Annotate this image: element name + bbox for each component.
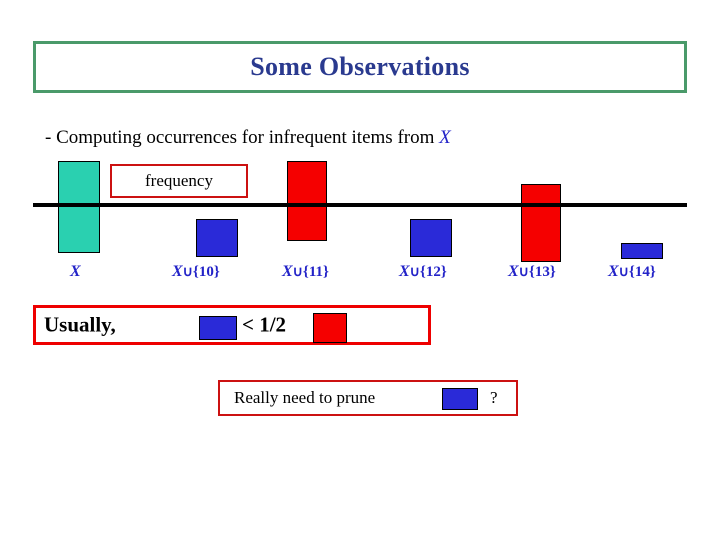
blue-bar-x14 bbox=[621, 243, 663, 259]
union-icon: ∪ bbox=[182, 265, 193, 280]
union-icon: ∪ bbox=[292, 265, 303, 280]
item-label-x12: X∪{12} bbox=[399, 263, 447, 281]
prune-box: Really need to prune ? bbox=[218, 380, 518, 416]
prune-label: Really need to prune bbox=[234, 388, 376, 407]
horizontal-axis-line bbox=[33, 203, 687, 207]
union-icon: ∪ bbox=[618, 265, 629, 280]
item-label-x13-set: {13} bbox=[528, 264, 556, 280]
bullet-variable: X bbox=[439, 127, 451, 148]
prune-question-mark: ? bbox=[490, 388, 498, 407]
usually-red-swatch bbox=[313, 313, 347, 343]
item-label-x14-text: X bbox=[608, 263, 619, 280]
blue-bar-x12 bbox=[410, 219, 452, 257]
frequency-label-box: frequency bbox=[110, 164, 248, 198]
item-label-x11-set: {11} bbox=[302, 264, 329, 280]
item-label-x-text: X bbox=[70, 263, 81, 280]
item-label-x11: X∪{11} bbox=[282, 263, 329, 281]
union-icon: ∪ bbox=[518, 265, 529, 280]
item-label-x10-text: X bbox=[172, 263, 183, 280]
usually-blue-swatch bbox=[199, 316, 237, 340]
bullet-text: - Computing occurrences for infrequent i… bbox=[45, 127, 451, 149]
page-title: Some Observations bbox=[250, 52, 470, 81]
blue-bar-x10 bbox=[196, 219, 238, 257]
usually-box: Usually, < 1/2 bbox=[33, 305, 431, 345]
item-label-x10: X∪{10} bbox=[172, 263, 220, 281]
teal-bar-x bbox=[58, 161, 100, 253]
item-label-x12-set: {12} bbox=[419, 264, 447, 280]
item-label-x14-set: {14} bbox=[628, 264, 656, 280]
title-box: Some Observations bbox=[33, 41, 687, 93]
item-label-x: X bbox=[70, 263, 81, 281]
red-bar-x13 bbox=[521, 184, 561, 262]
item-label-x10-set: {10} bbox=[192, 264, 220, 280]
union-icon: ∪ bbox=[409, 265, 420, 280]
usually-label: Usually, bbox=[44, 312, 116, 337]
usually-comparison: < 1/2 bbox=[242, 312, 287, 337]
bullet-prefix: - Computing occurrences for infrequent i… bbox=[45, 127, 440, 148]
item-label-x12-text: X bbox=[399, 263, 410, 280]
item-label-x14: X∪{14} bbox=[608, 263, 656, 281]
item-label-x13: X∪{13} bbox=[508, 263, 556, 281]
item-label-x13-text: X bbox=[508, 263, 519, 280]
frequency-label: frequency bbox=[145, 171, 213, 190]
item-label-x11-text: X bbox=[282, 263, 293, 280]
red-bar-x11 bbox=[287, 161, 327, 241]
prune-blue-swatch bbox=[442, 388, 478, 410]
